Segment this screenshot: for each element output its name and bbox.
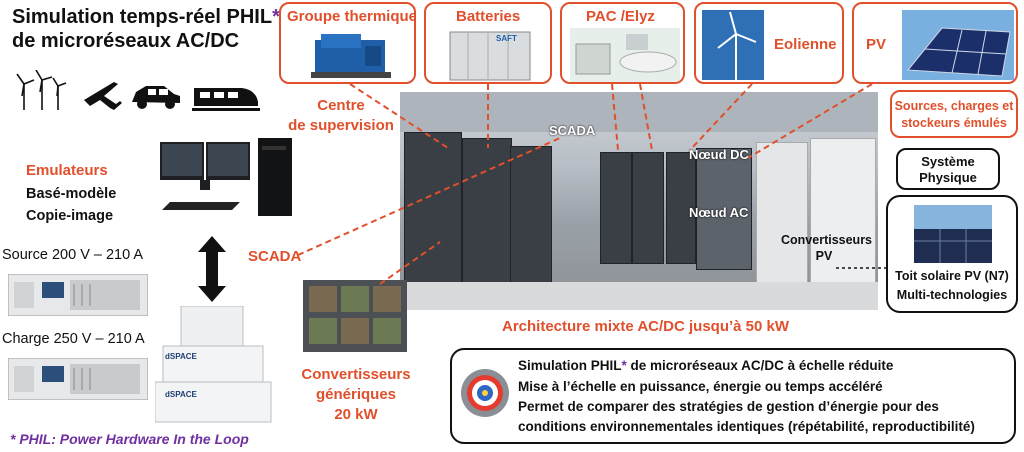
rack: [404, 132, 462, 304]
connector-pac-1: [611, 83, 619, 151]
car-icon: [132, 86, 180, 109]
pac-elyz-label: PAC /Elyz: [586, 8, 655, 25]
toit-line1: Toit solaire PV (N7): [895, 269, 1009, 283]
rack: [632, 152, 664, 264]
pv-label: PV: [866, 36, 887, 53]
summary-line-3: Permet de comparer des stratégies de ges…: [518, 399, 939, 414]
cabinet: [756, 142, 808, 294]
charge-spec-label: Charge 250 V – 210 A: [2, 331, 145, 347]
box-pac-elyz: PAC /Elyz: [560, 2, 685, 84]
box-eolienne: Eolienne: [694, 2, 844, 84]
dspace-hardware-image: [155, 306, 272, 423]
summary-line-1: Simulation PHIL* de microréseaux AC/DC à…: [518, 358, 894, 373]
source-emulator-image: [8, 274, 148, 316]
rack: [510, 146, 552, 288]
noeud-dc-label: Nœud DC: [689, 147, 749, 162]
rack: [666, 152, 696, 264]
copie-image-label: Copie-image: [26, 208, 114, 224]
target-icon: [461, 369, 509, 417]
page-title: Simulation temps-réel PHIL*: [12, 6, 280, 28]
box-pv: PV: [852, 2, 1018, 84]
connector-eolienne: [689, 83, 753, 151]
sources-line1: Sources, charges et: [894, 99, 1014, 113]
dspace-logo-top: dSPACE: [165, 352, 197, 361]
connector-groupe: [349, 83, 449, 149]
toit-line2: Multi-technologies: [896, 288, 1008, 302]
connector-scada: [297, 137, 561, 256]
emulateurs-label: Emulateurs: [26, 162, 108, 179]
batteries-label: Batteries: [456, 8, 521, 25]
saft-logo: SAFT: [496, 34, 517, 43]
connector-pv: [747, 83, 873, 159]
box-batteries: Batteries SAFT: [424, 2, 552, 84]
load-emulator-image: [8, 358, 148, 400]
generic-converters-photo: [303, 280, 407, 352]
workstation-image: [160, 138, 292, 216]
summary-line-2: Mise à l’échelle en puissance, énergie o…: [518, 379, 883, 394]
phil-footnote: * PHIL: Power Hardware In the Loop: [10, 431, 249, 447]
connector-pac-2: [639, 83, 653, 151]
summary-line-4: conditions environnementales identiques …: [518, 419, 975, 434]
connector-converters: [379, 241, 441, 285]
rack: [600, 152, 632, 264]
eolienne-label: Eolienne: [774, 36, 837, 53]
rack: [696, 148, 752, 270]
airplane-icon: [84, 82, 122, 110]
double-arrow-icon: [198, 236, 226, 302]
systeme-line2: Physique: [919, 170, 977, 185]
source-spec-label: Source 200 V – 210 A: [2, 247, 144, 263]
groupe-thermique-label: Groupe thermique: [287, 8, 416, 25]
base-modele-label: Basé-modèle: [26, 186, 117, 202]
battery-container-image: [449, 31, 531, 81]
systeme-line1: Système: [921, 154, 975, 169]
rooftop-pv-photo: [914, 205, 992, 263]
rack: [462, 138, 512, 300]
dspace-logo-bottom: dSPACE: [165, 390, 197, 399]
pv-panel-photo: [902, 10, 1014, 80]
summary-box: Simulation PHIL* de microréseaux AC/DC à…: [450, 348, 1016, 444]
systeme-physique-box: Système Physique: [896, 148, 1000, 190]
sources-box: Sources, charges et stockeurs émulés: [890, 90, 1018, 138]
title-asterisk: *: [272, 6, 280, 28]
toit-solaire-box: Toit solaire PV (N7) Multi-technologies: [886, 195, 1018, 313]
page-subtitle: de microréseaux AC/DC: [12, 30, 240, 52]
cabinet: [810, 138, 876, 304]
architecture-label: Architecture mixte AC/DC jusqu’à 50 kW: [502, 318, 790, 335]
wind-turbine-photo: [702, 10, 764, 80]
train-icon: [192, 88, 260, 111]
generator-image: [311, 34, 391, 78]
scada-photo-label: SCADA: [549, 123, 596, 138]
box-groupe-thermique: Groupe thermique: [279, 2, 416, 84]
fuel-cell-image: [570, 28, 680, 82]
wind-turbine-icon: [16, 70, 67, 110]
noeud-ac-label: Nœud AC: [689, 205, 749, 220]
application-icons: [16, 70, 260, 111]
sources-line2: stockeurs émulés: [901, 116, 1007, 130]
scada-left-label: SCADA: [248, 248, 302, 265]
